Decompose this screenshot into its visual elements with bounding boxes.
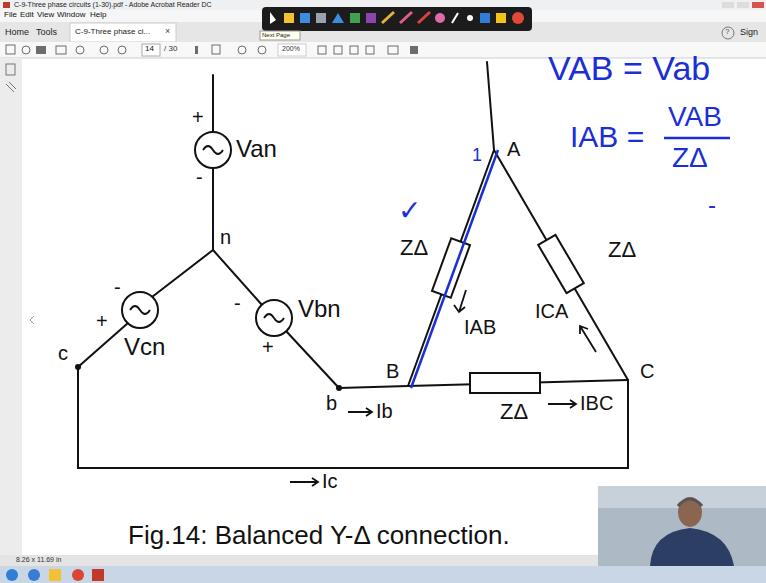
floating-toolbar <box>262 7 532 31</box>
window-title: C-9-Three phase circuits (1-30).pdf - Ad… <box>14 1 212 9</box>
zoom-box <box>278 44 306 56</box>
polarity-sign: + <box>96 310 108 332</box>
nav-tab: Home <box>5 28 29 38</box>
annotation-mark: - <box>708 192 716 218</box>
current-label: Ic <box>322 470 338 492</box>
polarity-sign: + <box>192 106 204 128</box>
source-label: Van <box>236 136 277 162</box>
document-tab-shape <box>70 23 176 42</box>
polarity-sign: - <box>234 292 241 314</box>
terminal-label: C <box>640 360 654 382</box>
sign-button: Sign <box>740 28 758 38</box>
window-button <box>722 2 734 8</box>
source-label: Vcn <box>124 334 165 360</box>
tooltip-box <box>260 31 300 40</box>
ac-wave-symbol <box>130 146 284 322</box>
taskbar-icons <box>6 569 104 581</box>
fraction-numerator: VAB <box>668 102 722 133</box>
terminal-label: A <box>507 138 520 160</box>
voltage-source-symbol <box>122 132 292 336</box>
page-box <box>142 44 160 56</box>
annotation-equation: VAB = Vab <box>548 50 710 87</box>
taskbar <box>0 566 766 583</box>
current-label: IBC <box>580 392 613 414</box>
fraction-bar <box>664 137 730 140</box>
tooltip-text: Next Page <box>262 32 290 39</box>
polarity-sign: - <box>196 166 203 188</box>
close-icon: × <box>165 27 170 37</box>
app-icon <box>3 2 10 8</box>
current-label: Ib <box>376 400 393 422</box>
help-icon: ? <box>725 28 729 37</box>
presenter-head <box>678 497 702 527</box>
terminal-label: c <box>58 342 68 364</box>
document-tab: C-9-Three phase ci... <box>75 28 150 37</box>
circuit-wires <box>78 62 628 468</box>
menu-item: View <box>37 11 54 20</box>
clip-icon <box>6 82 16 92</box>
annotation-equation: IAB = <box>570 120 644 153</box>
page-number: 14 <box>145 45 154 54</box>
menu-item: File <box>4 11 17 20</box>
menu-item: Window <box>57 11 85 20</box>
fraction-denominator: ZΔ <box>672 143 708 174</box>
pages-icon <box>6 64 15 75</box>
impedance-label: ZΔ <box>400 236 428 260</box>
polarity-sign: + <box>262 336 274 358</box>
toolbar-icons <box>6 45 418 54</box>
check-mark: ✓ <box>398 196 421 227</box>
panel-arrow <box>30 316 34 324</box>
floating-toolbar-icons <box>270 12 524 24</box>
annotation-mark: 1 <box>472 146 482 166</box>
zoom-level: 200% <box>282 45 300 53</box>
menu-item: Help <box>90 11 106 20</box>
current-arrow <box>290 290 596 486</box>
window-button <box>752 2 764 8</box>
impedance-label: ZΔ <box>608 238 636 262</box>
node-label: n <box>220 226 231 248</box>
current-label: ICA <box>535 300 568 322</box>
current-label: IAB <box>464 316 496 338</box>
page-size: 8.26 x 11.69 in <box>16 556 61 564</box>
page-count: / 30 <box>164 45 177 54</box>
webcam-frame <box>598 486 766 566</box>
figure-caption: Fig.14: Balanced Y-Δ connection. <box>128 521 510 550</box>
presenter-hair <box>678 499 702 506</box>
polarity-sign: - <box>114 276 121 298</box>
side-panel <box>0 58 22 555</box>
presenter-body <box>650 528 734 566</box>
terminal-label: B <box>386 360 399 382</box>
source-label: Vbn <box>298 296 341 322</box>
node-dot <box>75 364 342 391</box>
nav-tab: Tools <box>36 28 57 38</box>
impedance-symbol <box>432 235 584 393</box>
terminal-label: b <box>326 392 337 414</box>
help-circle <box>722 27 734 39</box>
highlight-line <box>411 150 498 388</box>
menu-item: Edit <box>20 11 34 20</box>
window-button <box>737 2 749 8</box>
impedance-label: ZΔ <box>500 400 528 424</box>
